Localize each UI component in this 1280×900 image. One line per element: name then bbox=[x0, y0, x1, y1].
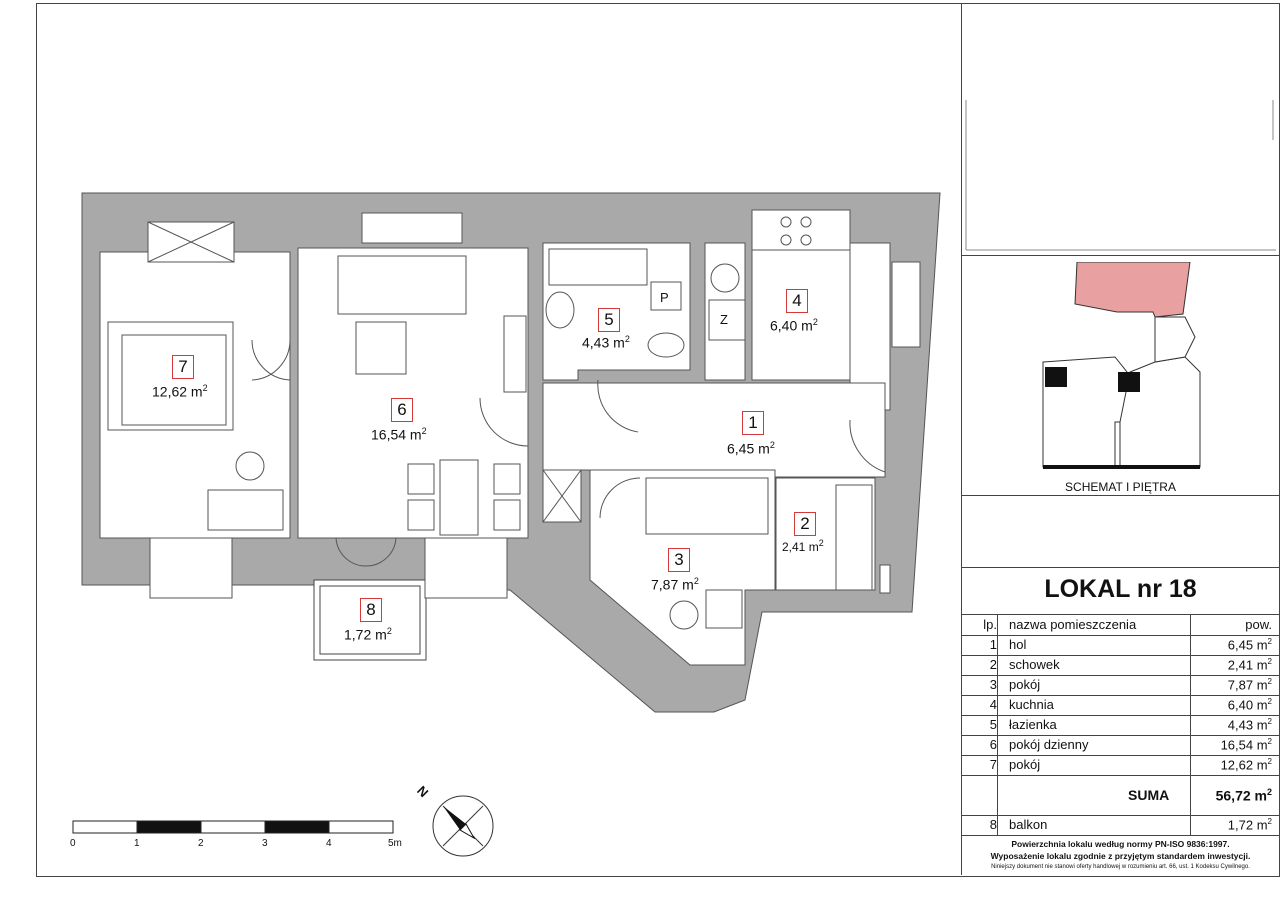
note-line-3: Niniejszy dokument nie stanowi oferty ha… bbox=[991, 864, 1250, 870]
table-row: 5 łazienka 4,43 m2 bbox=[961, 715, 1280, 736]
scale-tick-label: 1 bbox=[134, 838, 140, 849]
room-area-5: 4,43 m2 bbox=[582, 334, 630, 351]
note-line-2: Wyposażenie lokalu zgodnie z przyjętym s… bbox=[990, 851, 1251, 861]
scale-tick-label: 4 bbox=[326, 838, 332, 849]
scale-tick-label: 2 bbox=[198, 838, 204, 849]
table-col-divider bbox=[997, 615, 998, 835]
sum-label: SUMA bbox=[1128, 787, 1170, 803]
table-row: 1 hol 6,45 m2 bbox=[961, 635, 1280, 656]
panel-divider bbox=[961, 567, 1279, 568]
room-number-6: 6 bbox=[391, 398, 413, 422]
room-1-floor bbox=[542, 382, 886, 478]
room-area-3: 7,87 m2 bbox=[651, 576, 699, 593]
table-col-divider bbox=[1190, 615, 1191, 835]
table-row: 7 pokój 12,62 m2 bbox=[961, 755, 1280, 776]
table-header: lp. nazwa pomieszczenia pow. bbox=[961, 615, 1280, 636]
room-number-3: 3 bbox=[668, 548, 690, 572]
kitchen-ext bbox=[849, 242, 891, 411]
room-area-8: 1,72 m2 bbox=[344, 626, 392, 643]
room-number-2: 2 bbox=[794, 512, 816, 536]
panel-divider bbox=[961, 255, 1279, 256]
room-area-6: 16,54 m2 bbox=[371, 426, 427, 443]
room-area-2: 2,41 m2 bbox=[782, 538, 824, 554]
scale-tick-label: 5m bbox=[388, 838, 402, 849]
header-area: pow. bbox=[1245, 617, 1272, 632]
compass-rose-icon bbox=[432, 795, 494, 857]
unit-title: LOKAL nr 18 bbox=[1044, 575, 1197, 603]
header-name: nazwa pomieszczenia bbox=[1009, 617, 1137, 632]
room-area-7: 12,62 m2 bbox=[152, 383, 208, 400]
header-lp: lp. bbox=[983, 617, 997, 632]
scale-tick-label: 0 bbox=[70, 838, 76, 849]
schema-caption: SCHEMAT I PIĘTRA bbox=[1065, 480, 1176, 494]
table-row: 2 schowek 2,41 m2 bbox=[961, 655, 1280, 676]
room-number-4: 4 bbox=[786, 289, 808, 313]
panel-divider bbox=[961, 614, 1279, 615]
floor-plan bbox=[81, 192, 941, 713]
table-row: 6 pokój dzienny 16,54 m2 bbox=[961, 735, 1280, 756]
note-line-1: Powierzchnia lokalu według normy PN-ISO … bbox=[1011, 839, 1230, 849]
scale-tick-label: 3 bbox=[262, 838, 268, 849]
table-row-balcony: 8 balkon 1,72 m2 bbox=[961, 815, 1280, 836]
room-number-5: 5 bbox=[598, 308, 620, 332]
room-area-4: 6,40 m2 bbox=[770, 317, 818, 334]
room-number-1: 1 bbox=[742, 411, 764, 435]
table-row: 3 pokój 7,87 m2 bbox=[961, 675, 1280, 696]
floor-schema-diagram bbox=[1042, 262, 1201, 469]
room-area-1: 6,45 m2 bbox=[727, 440, 775, 457]
room-number-7: 7 bbox=[172, 355, 194, 379]
fixture-label-z: Z bbox=[720, 312, 728, 327]
fixture-label-p: P bbox=[660, 290, 669, 305]
sum-row: SUMA 56,72 m2 bbox=[961, 775, 1280, 816]
sum-value: 56,72 m2 bbox=[1215, 787, 1272, 804]
scale-bar bbox=[72, 820, 394, 834]
panel-divider bbox=[961, 3, 962, 875]
table-row: 4 kuchnia 6,40 m2 bbox=[961, 695, 1280, 716]
room-number-8: 8 bbox=[360, 598, 382, 622]
panel-divider bbox=[961, 495, 1279, 496]
adjacent-building-outline bbox=[965, 100, 1276, 251]
